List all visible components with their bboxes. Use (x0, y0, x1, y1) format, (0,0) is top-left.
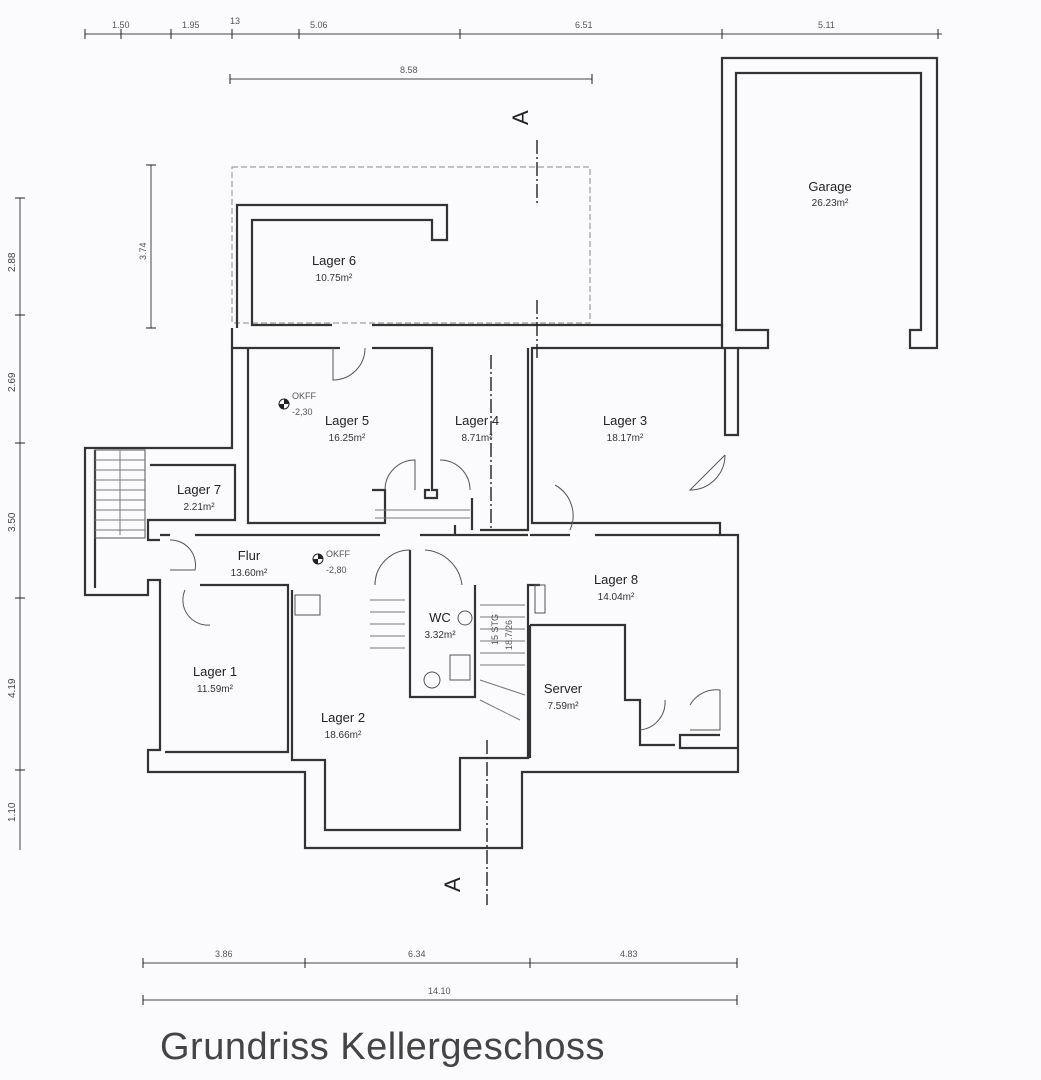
section-line-a: A A (440, 110, 538, 905)
svg-text:10.75m²: 10.75m² (316, 273, 353, 284)
level-value: -2,30 (292, 407, 313, 417)
room-lager-8: Lager 8 14.04m² (594, 572, 638, 603)
level-label: OKFF (292, 391, 317, 401)
svg-text:13.60m²: 13.60m² (231, 568, 268, 579)
room-lager-3: Lager 3 18.17m² (603, 413, 647, 444)
dim-left-4: 1.10 (7, 802, 18, 822)
room-lager-6: Lager 6 10.75m² (312, 253, 356, 284)
svg-text:Flur: Flur (238, 548, 261, 563)
level-marker-2: OKFF -2,80 (312, 549, 351, 575)
svg-text:Lager 3: Lager 3 (603, 413, 647, 428)
section-marker-bottom: A (440, 877, 465, 892)
dim-left-3: 4.19 (7, 678, 18, 698)
room-lager-4: Lager 4 8.71m² (455, 413, 499, 444)
dim-374: 3.74 (138, 242, 148, 260)
svg-text:Lager 5: Lager 5 (325, 413, 369, 428)
dim-top-3: 5.06 (310, 20, 328, 30)
room-wc: WC 3.32m² (424, 610, 456, 641)
svg-text:Lager 8: Lager 8 (594, 572, 638, 587)
svg-text:8.71m²: 8.71m² (461, 433, 493, 444)
dim-top-1: 1.95 (182, 20, 200, 30)
svg-text:Server: Server (544, 681, 583, 696)
dim-left-1: 2.69 (7, 372, 18, 392)
dim-top-2: 13 (230, 16, 240, 26)
dim-left-0: 2.88 (7, 252, 18, 272)
level-marker-1: OKFF -2,30 (278, 391, 317, 417)
wc-fixtures (423, 610, 473, 689)
dim-top-4: 6.51 (575, 20, 593, 30)
svg-text:Lager 6: Lager 6 (312, 253, 356, 268)
dim-858: 8.58 (400, 65, 418, 75)
room-flur: Flur 13.60m² (231, 548, 268, 579)
stair-steps: 15 STG (490, 614, 500, 645)
svg-text:WC: WC (429, 610, 451, 625)
dim-bottom-total: 14.10 (428, 986, 451, 996)
level-value: -2,80 (326, 565, 347, 575)
second-dimension: 8.58 (229, 65, 593, 84)
building-walls (83, 203, 740, 850)
svg-text:7.59m²: 7.59m² (547, 701, 579, 712)
svg-text:18.17m²: 18.17m² (607, 433, 644, 444)
svg-text:14.04m²: 14.04m² (598, 592, 635, 603)
inner-stairs: 15 STG 18.7/26 (370, 509, 526, 721)
top-dimension-chain: 1.50 1.95 13 5.06 6.51 5.11 (84, 16, 942, 39)
level-label: OKFF (326, 549, 351, 559)
room-lager-2: Lager 2 18.66m² (321, 710, 365, 741)
dim-bottom-2: 4.83 (620, 949, 638, 959)
room-lager-1: Lager 1 11.59m² (193, 664, 237, 695)
svg-text:Lager 1: Lager 1 (193, 664, 237, 679)
svg-text:Lager 4: Lager 4 (455, 413, 499, 428)
section-marker-top: A (508, 110, 533, 125)
svg-text:18.66m²: 18.66m² (325, 730, 362, 741)
dashed-outline (231, 166, 591, 324)
svg-text:26.23m²: 26.23m² (812, 198, 849, 209)
dim-bottom-0: 3.86 (215, 949, 233, 959)
doors (169, 347, 726, 731)
room-garage: Garage 26.23m² (808, 179, 851, 209)
entrance-stairs (94, 449, 146, 539)
svg-text:11.59m²: 11.59m² (197, 684, 234, 695)
svg-text:16.25m²: 16.25m² (329, 433, 366, 444)
svg-text:Lager 2: Lager 2 (321, 710, 365, 725)
dim-bottom-1: 6.34 (408, 949, 426, 959)
room-lager-5: Lager 5 16.25m² (325, 413, 369, 444)
svg-text:Lager 7: Lager 7 (177, 482, 221, 497)
svg-text:Garage: Garage (808, 179, 851, 194)
plan-title: Grundriss Kellergeschoss (160, 1026, 605, 1068)
left-dimension-chain: 2.88 2.69 3.50 4.19 1.10 (7, 197, 25, 850)
svg-text:2.21m²: 2.21m² (183, 502, 215, 513)
garage-walls (720, 56, 939, 350)
room-lager-7: Lager 7 2.21m² (177, 482, 221, 513)
svg-text:3.32m²: 3.32m² (424, 630, 456, 641)
stair-rise: 18.7/26 (504, 620, 514, 650)
dim-left-2: 3.50 (7, 512, 18, 532)
room-server: Server 7.59m² (544, 681, 583, 712)
dim-top-0: 1.50 (112, 20, 130, 30)
bottom-dimension-chain: 3.86 6.34 4.83 14.10 (142, 949, 738, 1005)
left-extension-dimension: 3.74 (138, 164, 156, 329)
dim-top-5: 5.11 (818, 20, 835, 30)
